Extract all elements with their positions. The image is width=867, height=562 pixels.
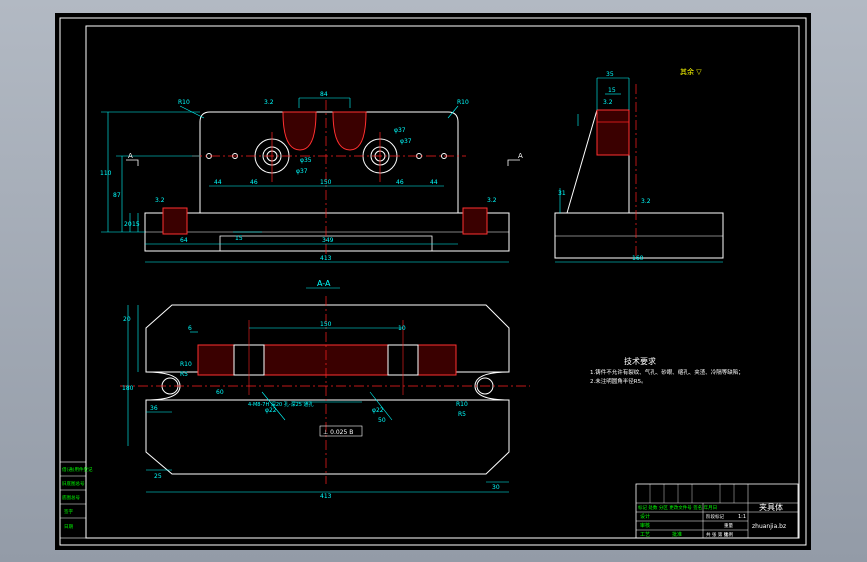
dim-r10-right: R10 [457,99,469,106]
tb-ratio: 比例 [724,531,733,538]
dim-15-slot: 15 [235,235,243,242]
strip-r5: 日期 [64,524,73,530]
dim-413: 413 [320,255,332,262]
dim-3-2-top: 3.2 [264,99,274,106]
sec-dim-25: 25 [154,473,162,480]
tb-stage: 阶段标记 [706,513,724,520]
tb-check: 审核 [640,522,650,529]
dim-46-right: 46 [396,179,404,186]
sec-dim-phi22-a: φ22 [265,407,277,414]
section-marker-left: A [128,152,133,160]
sec-dim-r5-left: R5 [180,371,188,378]
dim-20: 20 [124,221,132,228]
side-dim-160: 160 [632,255,644,262]
dim-phi37-c: φ37 [400,138,412,145]
sec-dim-10: 10 [398,325,406,332]
sec-dim-r10-right: R10 [456,401,468,408]
front-hatch-left [162,207,188,235]
dim-phi35: φ35 [300,157,312,164]
dim-64: 64 [180,237,188,244]
dim-87: 87 [113,192,121,199]
dim-phi37-b: φ37 [394,127,406,134]
side-dim-15: 15 [608,87,616,94]
tb-part-name: 夹具体 [759,502,783,512]
side-dim-35: 35 [606,71,614,78]
left-strip: 借(通)用件登记 旧底图总号 底图总号 签字 日期 [59,461,93,539]
tb-process: 工艺 [640,532,650,538]
tb-scale: 1:1 [738,514,746,520]
dim-46-left: 46 [250,179,258,186]
tech-line-1: 1.铸件不允许有裂纹、气孔、砂眼、缩孔、夹渣、冷隔等缺陷； [590,368,744,376]
sec-dim-150: 150 [320,321,332,328]
strip-r3: 底图总号 [62,494,80,501]
outer-border [59,17,807,546]
side-hatch [596,109,630,156]
dim-44-right: 44 [430,179,438,186]
section-title: A-A [317,279,331,288]
tb-approve: 批准 [672,531,682,538]
front-view: A A R10 R10 84 3.2 110 87 20 15 44 46 15… [100,91,523,263]
strip-r4: 签字 [64,508,73,515]
dim-15: 15 [132,221,140,228]
sec-dim-413: 413 [320,493,332,500]
strip-r2: 旧底图总号 [62,480,85,487]
section-view: A-A 20 [120,279,530,500]
tb-drawing-no: zhuanjia.bz [752,523,786,530]
sec-tolerance: ⊥ 0.025 B [323,429,353,436]
inner-border [85,25,800,539]
sec-dim-30: 30 [492,484,500,491]
dim-44: 44 [214,179,222,186]
sec-thread-note: 4-M8-7H 深20 孔-深25 通孔 [248,401,314,408]
tech-line-2: 2.未注明圆角半径R5。 [590,377,647,385]
tech-title: 技术要求 [624,356,656,366]
sec-dim-6: 6 [188,325,192,332]
sec-dim-20: 20 [123,316,131,323]
front-upright [199,111,459,213]
dim-110: 110 [100,170,112,177]
section-marker-right: A [518,152,523,160]
tb-sheets: 共 张 第 张 [706,531,729,538]
dim-phi37-a: φ37 [296,168,308,175]
sec-dim-60: 60 [216,389,224,396]
section-lower-outline [145,399,510,475]
tb-weight: 重量 [724,522,733,529]
strip-r1: 借(通)用件登记 [62,466,93,473]
title-block: 夹具体 zhuanjia.bz 1:1 标记 处数 分区 更改文件号 签名 年月… [635,483,799,539]
side-view: 35 15 3.2 3.2 31 160 其余 ▽ [554,67,724,263]
drawing-sheet [55,13,811,550]
dim-3-2-left: 3.2 [155,197,165,204]
side-base [554,212,724,259]
sec-dim-phi22-b: φ22 [372,407,384,414]
roughness-note: 其余 ▽ [680,67,702,76]
sec-dim-50: 50 [378,417,386,424]
side-dim-3-2-b: 3.2 [641,198,651,205]
tech-requirements: 技术要求 1.铸件不允许有裂纹、气孔、砂眼、缩孔、夹渣、冷隔等缺陷； 2.未注明… [590,356,744,385]
dim-150: 150 [320,179,332,186]
side-dim-3-2-a: 3.2 [603,99,613,106]
tb-design: 设计 [640,513,650,520]
dim-r10-left: R10 [178,99,190,106]
dim-84: 84 [320,91,328,98]
sec-dim-180: 180 [122,385,134,392]
tb-row-text: 标记 处数 分区 更改文件号 签名 年月日 [638,504,717,511]
sec-dim-r10-left: R10 [180,361,192,368]
dim-349: 349 [322,237,334,244]
side-dim-31: 31 [558,190,566,197]
sec-dim-r5-right: R5 [458,411,466,418]
front-hatch-right [462,207,488,235]
dim-3-2-right: 3.2 [487,197,497,204]
sec-dim-36: 36 [150,405,158,412]
